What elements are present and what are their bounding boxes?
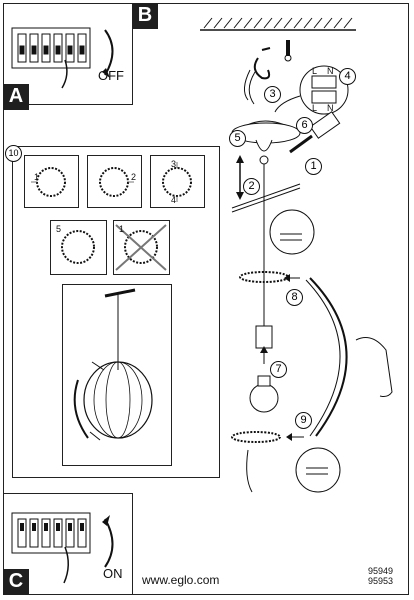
fuse-box-on-illustration	[11, 512, 114, 584]
website-url: www.eglo.com	[142, 573, 220, 587]
shade-view-3	[150, 155, 205, 208]
step-5-badge: 5	[229, 130, 246, 147]
shade-view-1	[24, 155, 79, 208]
step-1-badge: 1	[305, 158, 322, 175]
step-4-badge: 4	[339, 68, 356, 85]
shade-view-correct	[50, 220, 107, 275]
terminal-label-n-bottom: N	[327, 103, 334, 113]
lamp-assembled-view	[62, 284, 172, 466]
step-9-badge: 9	[295, 412, 312, 429]
step-2-badge: 2	[243, 178, 260, 195]
model-number-1: 95949	[368, 566, 394, 576]
ring-mark-1: 1	[34, 172, 40, 182]
ring-mark-3: 3	[171, 159, 177, 169]
step-6-badge: 6	[296, 117, 313, 134]
step-3-badge: 3	[264, 86, 281, 103]
fuse-box-off-illustration	[11, 27, 114, 89]
ring-mark-5: 5	[56, 224, 62, 234]
ring-mark-2: 2	[131, 172, 137, 182]
terminal-label-l-bottom: L	[312, 103, 318, 113]
terminal-label-n-top: N	[327, 66, 334, 76]
model-number-2: 95953	[368, 576, 394, 586]
step-7-badge: 7	[270, 361, 287, 378]
step-8-badge: 8	[286, 289, 303, 306]
label-a: A	[3, 84, 29, 110]
step-10-badge: 10	[5, 145, 22, 162]
shade-view-2	[87, 155, 142, 208]
terminal-label-l-top: L	[312, 66, 318, 76]
label-c: C	[3, 569, 29, 595]
on-text: ON	[103, 566, 123, 581]
ring-mark-1b: 1	[119, 224, 125, 234]
label-b: B	[132, 3, 158, 29]
page-border	[3, 3, 409, 595]
ring-mark-4: 4	[171, 195, 177, 205]
